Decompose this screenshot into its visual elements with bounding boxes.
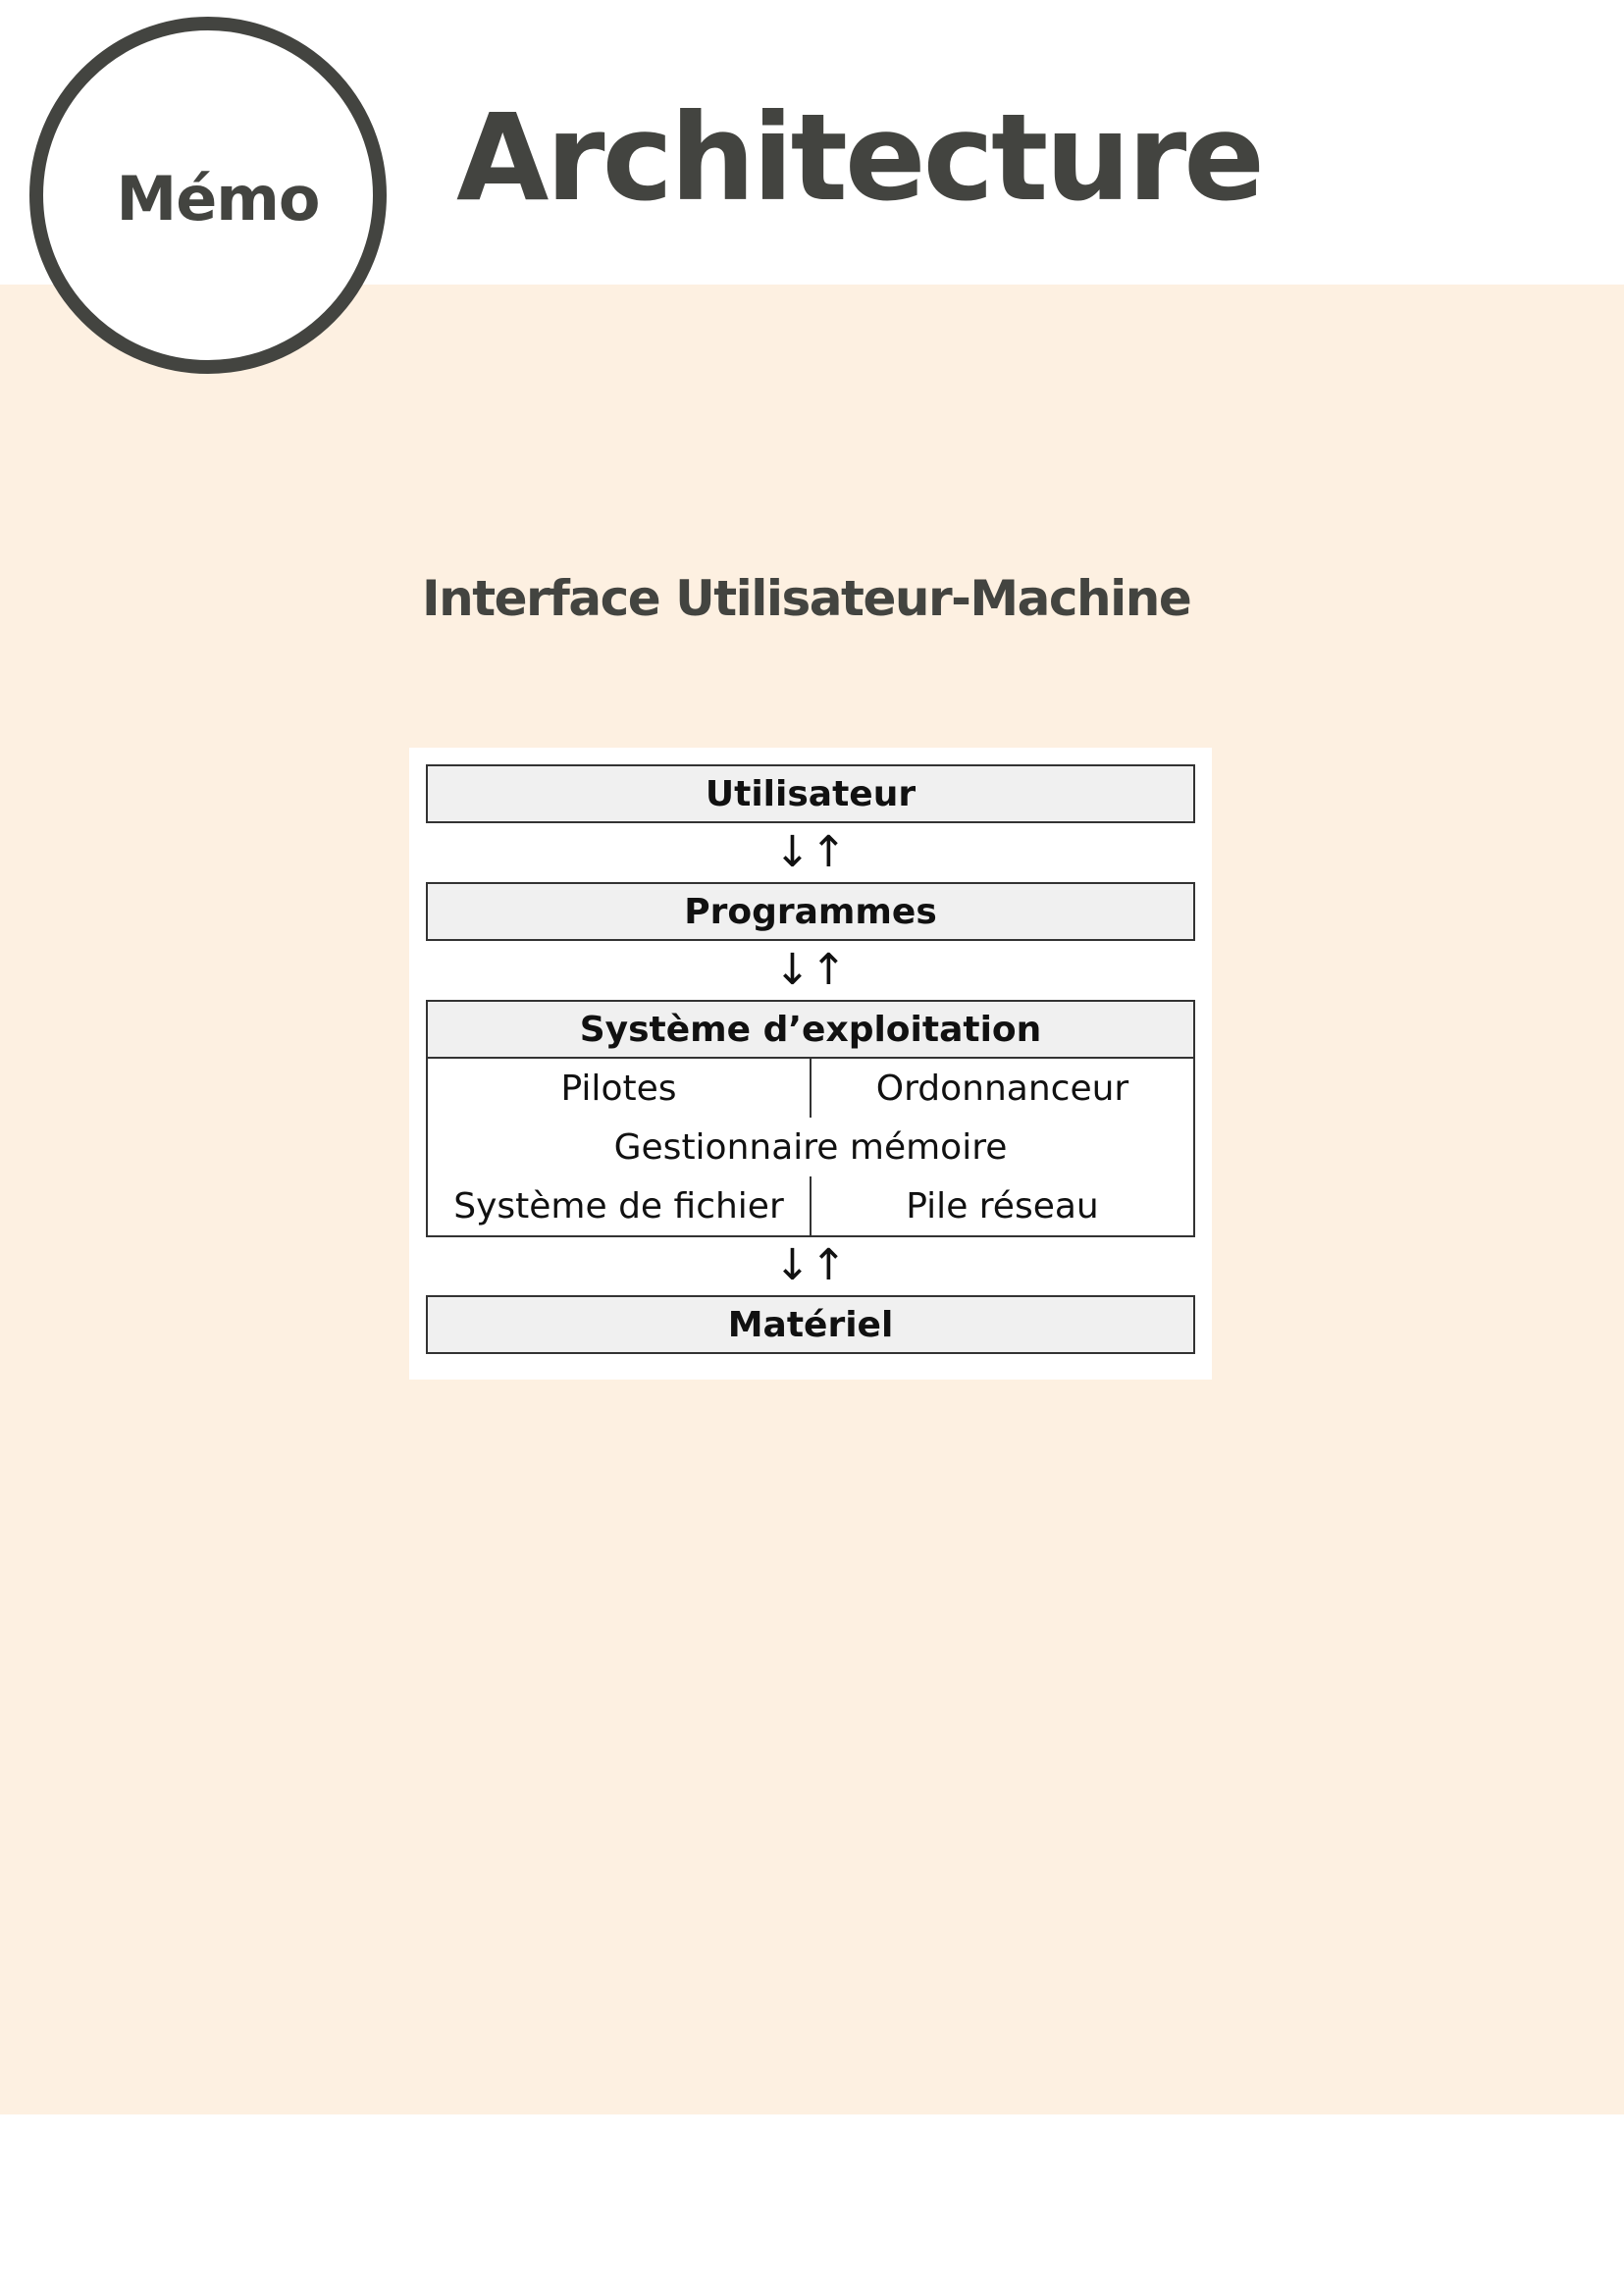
os-component-drivers: Pilotes: [560, 1068, 677, 1109]
memo-badge-label: Mémo: [116, 162, 321, 235]
os-row-memory: Gestionnaire mémoire: [426, 1118, 1195, 1178]
arrows-os-hardware: ↓↑: [774, 1240, 847, 1290]
section-title: Interface Utilisateur-Machine: [422, 570, 1192, 627]
page-title: Architecture: [456, 88, 1265, 228]
os-component-file-system: Système de fichier: [453, 1185, 784, 1226]
arrows-programs-os: ↓↑: [774, 945, 847, 995]
layer-hardware: Matériel: [426, 1295, 1195, 1354]
layer-user: Utilisateur: [426, 764, 1195, 823]
os-component-memory-manager: Gestionnaire mémoire: [613, 1126, 1008, 1168]
os-row-files-network: Système de fichier Pile réseau: [426, 1176, 1195, 1237]
memo-badge: Mémo: [29, 17, 387, 374]
os-row-drivers-scheduler: Pilotes Ordonnanceur: [426, 1059, 1195, 1120]
arrows-user-programs: ↓↑: [774, 827, 847, 877]
architecture-diagram: Utilisateur ↓↑ Programmes ↓↑ Système d’e…: [409, 748, 1212, 1380]
layer-operating-system: Système d’exploitation: [426, 1000, 1195, 1059]
layer-programs: Programmes: [426, 882, 1195, 941]
os-component-network-stack: Pile réseau: [810, 1176, 1193, 1235]
os-component-scheduler: Ordonnanceur: [810, 1059, 1193, 1118]
